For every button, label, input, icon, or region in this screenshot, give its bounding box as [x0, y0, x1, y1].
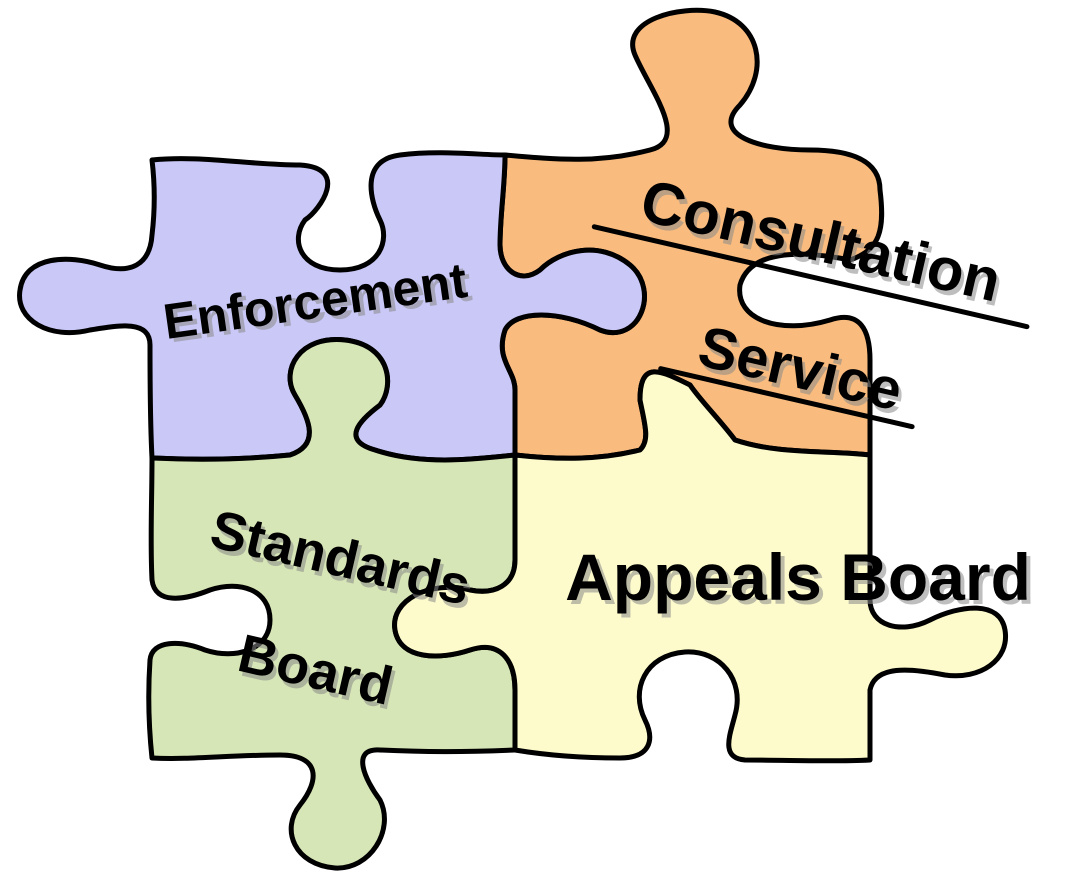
enforcement-piece	[17, 150, 647, 463]
appeals-label-shadow: Appeals Board	[569, 544, 1035, 618]
service-underline	[658, 366, 915, 430]
appeals-board-piece	[392, 369, 1009, 764]
standards-board-piece	[146, 337, 518, 871]
appeals-label: Appeals Board	[565, 540, 1031, 614]
appeals-label-group: Appeals Board Appeals Board	[565, 540, 1035, 618]
consultation-underline	[591, 224, 1030, 330]
